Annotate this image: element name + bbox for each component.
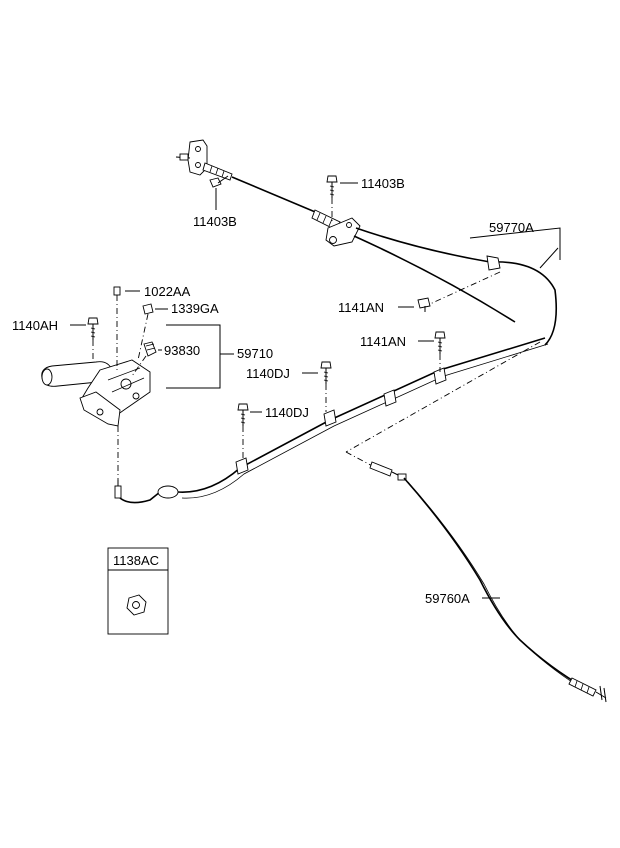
front-cable-boot <box>202 162 233 181</box>
cable-joint <box>157 485 179 499</box>
label-11403b-left: 11403B <box>193 214 237 229</box>
parking-brake-lever-59710 <box>41 359 151 499</box>
label-1140dj-b: 1140DJ <box>265 405 309 420</box>
label-11403b-top: 11403B <box>361 176 405 191</box>
label-1140dj-a: 1140DJ <box>246 366 290 381</box>
cable-bracket-3 <box>383 389 397 407</box>
cable-bracket-4 <box>433 367 447 385</box>
rear-cable-59760a-lower <box>369 461 607 703</box>
front-cable-bracket <box>187 139 208 176</box>
cable-end-fitting <box>568 677 597 697</box>
label-59770a: 59770A <box>489 220 534 235</box>
label-1022aa: 1022AA <box>144 284 191 299</box>
cable-bracket-1 <box>235 457 249 475</box>
rear-cable-59760a-main <box>119 337 549 504</box>
bolt-11403b-left <box>209 175 229 188</box>
pin-1022aa <box>113 286 121 370</box>
relation-dashes <box>345 271 541 471</box>
switch-93830 <box>131 341 157 377</box>
bolt-1140dj-b <box>237 403 249 460</box>
leader-lines <box>70 182 561 599</box>
bolt-1140dj-a <box>320 361 332 412</box>
cable-bracket-2 <box>323 409 337 427</box>
part-box-1138ac <box>107 547 169 635</box>
bolt-1141an-b <box>434 331 446 372</box>
label-1140ah: 1140AH <box>12 318 58 333</box>
label-59760a: 59760A <box>425 591 470 606</box>
label-1141an-b: 1141AN <box>360 334 406 349</box>
label-93830: 93830 <box>164 343 200 358</box>
bolt-1140ah <box>87 317 99 362</box>
cable-clip <box>486 255 501 271</box>
label-1138ac: 1138AC <box>113 553 159 568</box>
label-1141an-a: 1141AN <box>338 300 384 315</box>
front-cable-59770a <box>175 139 558 346</box>
label-1339ga: 1339GA <box>171 301 219 316</box>
bolt-11403b-top <box>326 175 338 222</box>
clip-1339ga <box>137 303 154 361</box>
bolt-1141an-a <box>417 297 431 312</box>
label-59710: 59710 <box>237 346 273 361</box>
